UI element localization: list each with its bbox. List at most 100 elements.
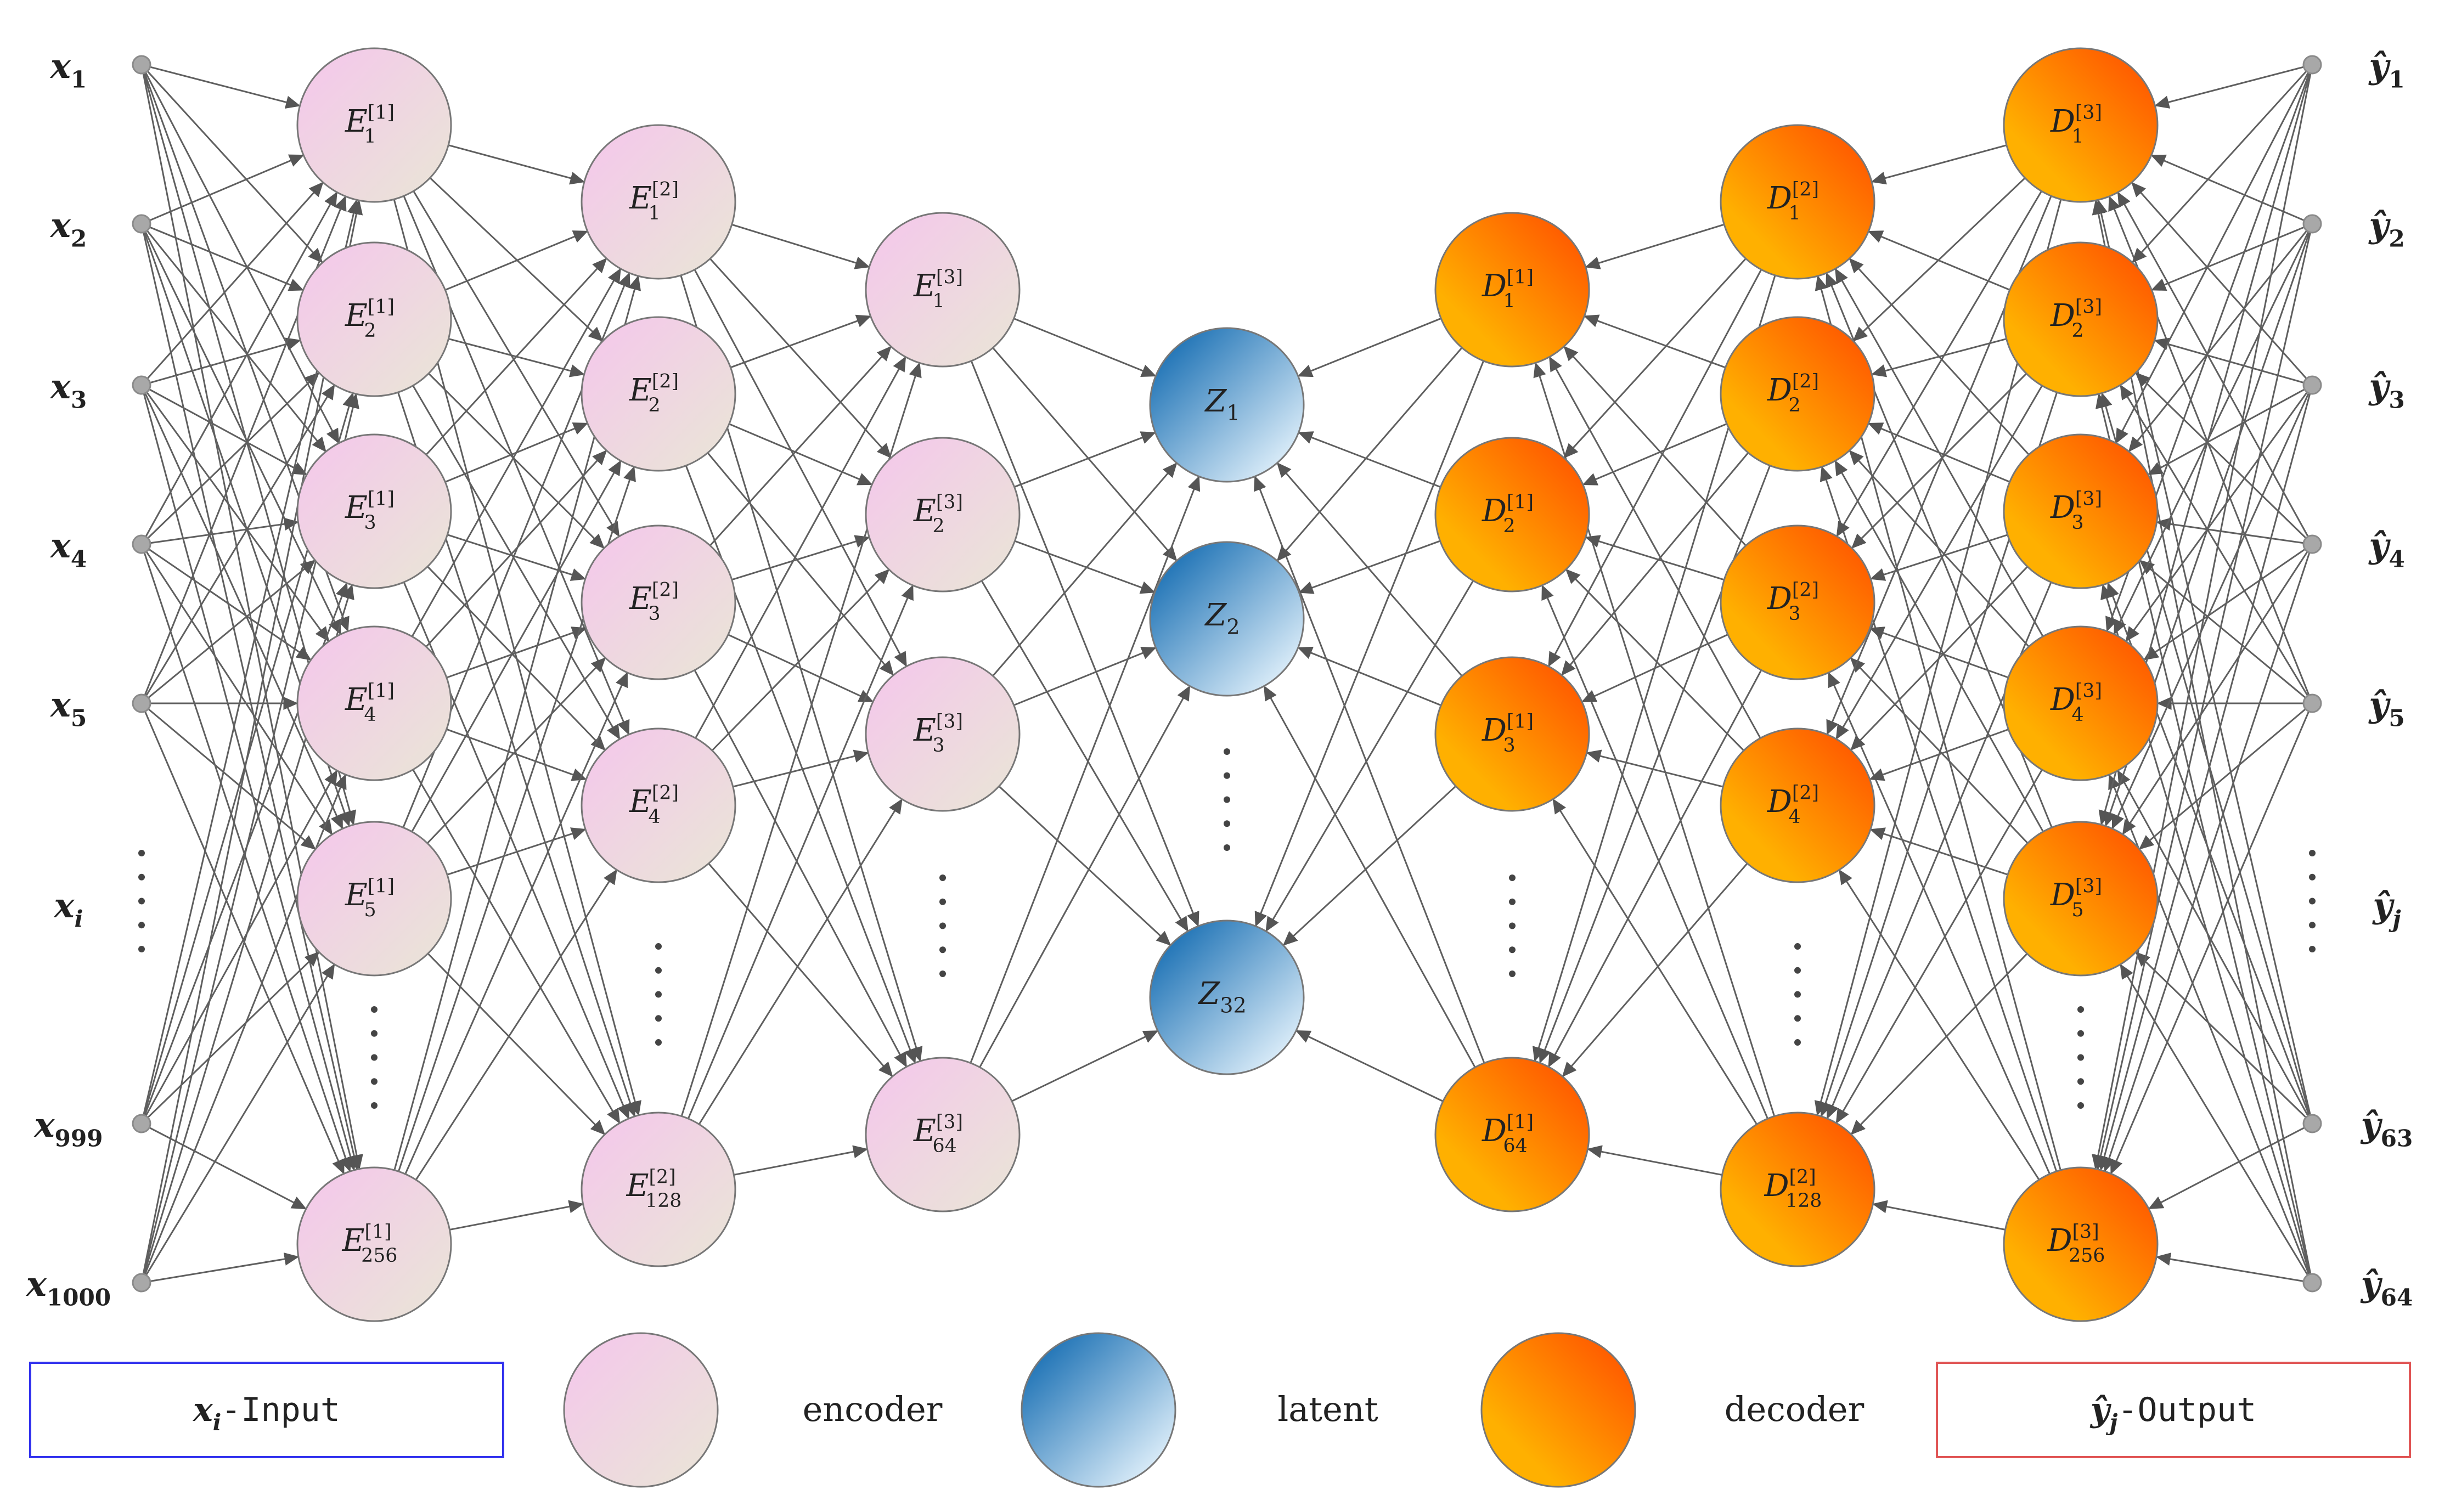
ellipsis-dot: [939, 922, 946, 929]
label-subscript: 4: [71, 545, 87, 572]
ellipsis-dot: [655, 943, 662, 950]
edge: [1871, 144, 2007, 185]
edge: [148, 708, 316, 850]
encoder1-node: [296, 47, 452, 203]
label-subscript: 63: [2381, 1124, 2413, 1152]
encoder3-label: E[3]64: [913, 1111, 963, 1157]
edge: [1013, 647, 1157, 706]
output-node: [2302, 1273, 2322, 1293]
edge: [2122, 551, 2308, 836]
label-suffix: -Output: [2117, 1391, 2256, 1429]
edge: [448, 144, 585, 185]
edge: [1871, 338, 2007, 377]
edge: [731, 535, 870, 581]
edge: [728, 634, 874, 703]
edge: [970, 476, 1201, 1064]
ellipsis-dot: [939, 875, 946, 881]
encoder2-node: [581, 316, 736, 472]
output-node: [2302, 1114, 2322, 1133]
decoder3-node: [2003, 625, 2159, 781]
input-node: [132, 214, 151, 234]
label-base: D: [1482, 1113, 1507, 1149]
edge: [707, 452, 894, 676]
edge: [149, 154, 305, 222]
edge: [1565, 568, 1745, 752]
encoder2-label: E[2]3: [629, 579, 679, 625]
encoder2-node: [581, 727, 736, 883]
label-base: E: [345, 298, 368, 334]
edge: [687, 584, 914, 1119]
edge: [970, 360, 1199, 927]
decoder3-label: D[3]1: [2050, 101, 2102, 148]
decoder3-label: D[3]3: [2050, 488, 2102, 534]
edge: [1851, 373, 2027, 549]
edge: [413, 190, 620, 537]
edge: [145, 384, 335, 697]
edge: [2139, 560, 2306, 698]
ellipsis-dot: [1224, 748, 1230, 755]
legend-encoder-swatch: [563, 1332, 719, 1488]
edge: [1276, 347, 1463, 562]
label-superscript: [3]: [2075, 296, 2102, 318]
encoder3-label: E[3]1: [913, 266, 963, 312]
edge: [2111, 392, 2310, 830]
edge: [733, 749, 869, 788]
edge: [149, 337, 301, 384]
label-base: ŷ: [2089, 1391, 2112, 1429]
label-base: D: [1767, 581, 1792, 617]
ellipsis-dot: [371, 1078, 378, 1085]
edge: [1850, 657, 2029, 844]
ellipsis-dot: [138, 922, 145, 929]
edge: [1563, 258, 1747, 459]
edge: [1561, 452, 1749, 676]
edge: [1563, 346, 1747, 546]
edge: [1297, 318, 1441, 377]
edge: [1547, 669, 1762, 1068]
edge: [2155, 1253, 2304, 1282]
latent-node: [1149, 327, 1305, 483]
label-subscript: 2: [71, 224, 87, 252]
encoder2-node: [581, 1112, 736, 1267]
label-base: x: [192, 1391, 213, 1429]
edge: [446, 728, 587, 781]
latent-label: Z32: [1197, 976, 1246, 1018]
ellipsis-dot: [2309, 922, 2316, 929]
label-base: x: [49, 685, 71, 725]
label-base: x: [53, 885, 75, 926]
output-node: [2302, 214, 2322, 234]
label-base: D: [2050, 298, 2075, 334]
label-subscript: 3: [71, 386, 87, 413]
label-base: D: [1764, 1168, 1789, 1204]
encoder1-node: [296, 821, 452, 977]
label-base: E: [913, 1113, 936, 1149]
edge: [2098, 393, 2311, 1171]
encoder1-label: E[1]256: [342, 1221, 398, 1267]
label-subscript: 3: [364, 512, 376, 534]
label-subscript: 2: [2389, 224, 2404, 252]
edge: [415, 869, 618, 1181]
edge: [411, 460, 622, 832]
edge: [1850, 953, 2028, 1135]
ellipsis-dot: [655, 1039, 662, 1046]
edge: [446, 627, 587, 679]
encoder3-node: [865, 656, 1021, 812]
label-base: E: [629, 180, 652, 216]
label-subscript: 2: [1226, 615, 1240, 639]
decoder2-node: [1720, 727, 1875, 883]
label-base: ŷ: [2368, 526, 2391, 566]
edge: [145, 191, 338, 537]
encoder1-label: E[1]2: [345, 296, 395, 342]
edge: [694, 269, 908, 667]
label-subscript: 1000: [47, 1283, 111, 1311]
label-base: E: [345, 877, 368, 913]
label-suffix: -Input: [221, 1391, 340, 1429]
edge: [2156, 517, 2304, 544]
decoder1-label: D[1]1: [1482, 266, 1534, 312]
label-subscript: 2: [648, 394, 660, 416]
edge: [695, 356, 906, 739]
ellipsis-dots: [138, 748, 2316, 1109]
label-base: D: [2050, 490, 2075, 526]
input-node: [132, 55, 151, 75]
edge: [147, 951, 320, 1118]
